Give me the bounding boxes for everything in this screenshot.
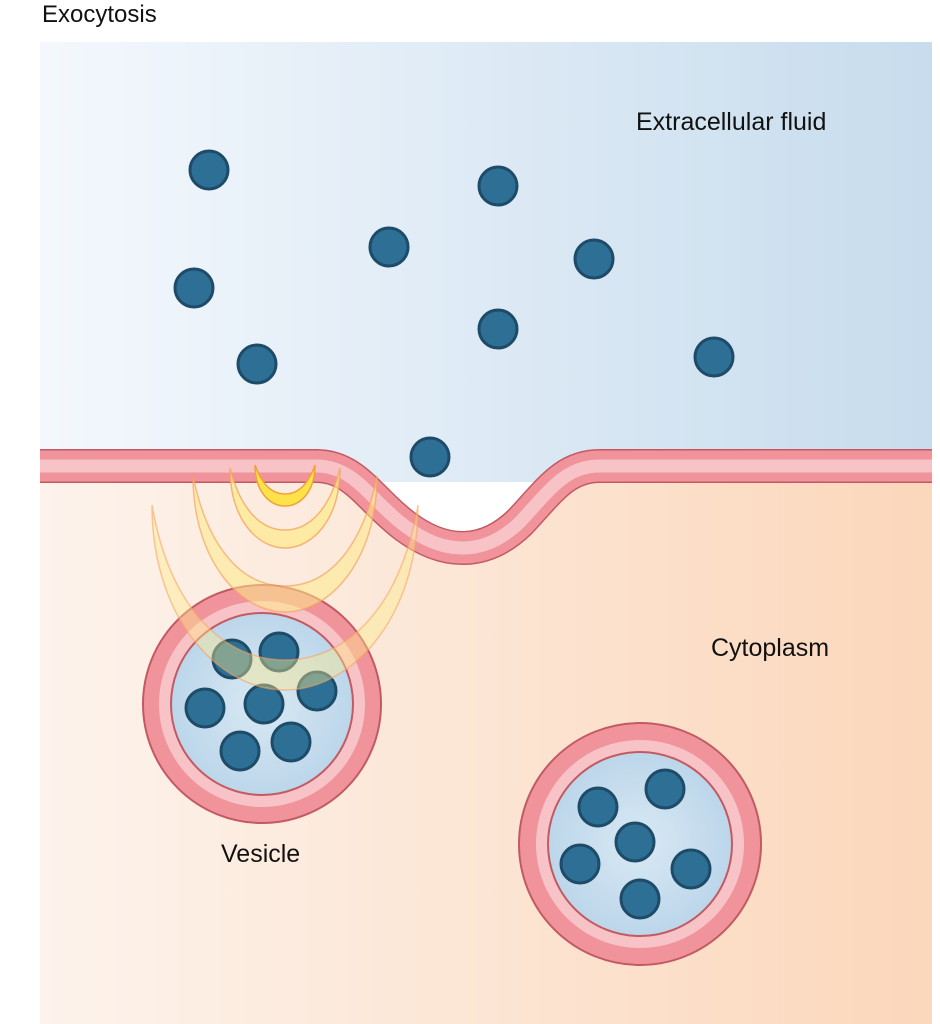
vesicle-molecule xyxy=(184,687,226,729)
plasma-membrane xyxy=(40,449,932,565)
extracellular-label: Extracellular fluid xyxy=(636,108,826,136)
vesicle-molecule xyxy=(559,843,601,885)
vesicle-molecule xyxy=(219,730,261,772)
released-molecule xyxy=(173,267,215,309)
page-title: Exocytosis xyxy=(42,1,157,28)
released-molecule xyxy=(368,226,410,268)
vesicle-molecule xyxy=(270,721,312,763)
vesicle-molecule xyxy=(243,683,285,725)
released-molecule xyxy=(188,149,230,191)
released-molecule xyxy=(573,238,615,280)
released-molecule xyxy=(409,436,451,478)
vesicle-label: Vesicle xyxy=(221,840,300,868)
docking-vesicle xyxy=(142,584,382,824)
vesicle-molecule xyxy=(670,848,712,890)
fusion-signal-waves xyxy=(151,464,419,691)
released-molecule xyxy=(477,165,519,207)
cytoplasm-label: Cytoplasm xyxy=(711,634,829,662)
vesicle-molecule xyxy=(644,768,686,810)
released-molecule xyxy=(477,308,519,350)
released-molecule xyxy=(236,343,278,385)
vesicle-molecule xyxy=(577,786,619,828)
vesicle-molecule xyxy=(258,631,300,673)
released-molecule xyxy=(693,336,735,378)
extracellular-region xyxy=(40,42,932,482)
vesicle-molecule xyxy=(619,878,661,920)
cytoplasmic-vesicle xyxy=(518,722,762,966)
vesicle-molecule xyxy=(296,670,338,712)
vesicle-molecule xyxy=(614,821,656,863)
released-molecules xyxy=(173,149,735,478)
